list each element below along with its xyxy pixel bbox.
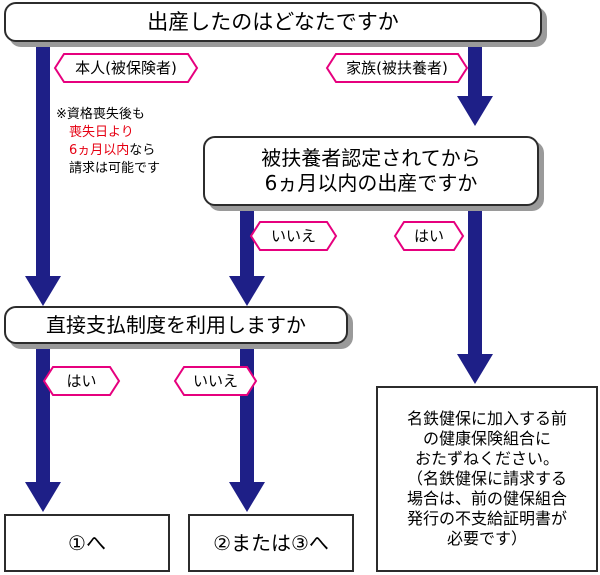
arrow-self-to-direct-payment	[25, 44, 61, 306]
tag-shape-family	[325, 53, 469, 83]
question-within-six-months-line2: 6ヵ月以内の出産ですか	[264, 171, 478, 195]
tag-shape-self	[53, 53, 199, 83]
answer-label-q2-no: いいえ	[270, 227, 316, 245]
result-ask-previous-insurer-line6: 発行の不支給証明書が	[406, 509, 567, 528]
question-within-six-months-line1: 被扶養者認定されてから	[261, 146, 481, 170]
result-ask-previous-insurer-line2: の健康保険組合に	[422, 429, 551, 448]
tag-shape-q3-no	[173, 366, 258, 396]
answer-label-q3-no: いいえ	[192, 372, 238, 390]
result-ask-previous-insurer-line3: おたずねください。	[414, 449, 559, 468]
answer-label-q3-yes: はい	[66, 372, 97, 390]
result-go-to-2-or-3: ②または③へ	[188, 514, 354, 572]
eligibility-note-line3: 6ヵ月以内なら	[56, 142, 160, 160]
tag-shape-q3-yes	[42, 366, 121, 396]
result-go-to-2-or-3-text: ②または③へ	[213, 530, 329, 555]
branch-label-family: 家族(被扶養者)	[346, 59, 448, 77]
result-go-to-1-text: ①へ	[68, 530, 106, 555]
result-ask-previous-insurer-line1: 名鉄健保に加入する前	[406, 409, 567, 428]
answer-label-q2-yes: はい	[413, 227, 444, 245]
eligibility-note-period: 6ヵ月以内	[69, 143, 130, 158]
eligibility-note-line3-rest: なら	[129, 143, 156, 158]
question-within-six-months: 被扶養者認定されてから 6ヵ月以内の出産ですか	[203, 136, 539, 206]
result-ask-previous-insurer: 名鉄健保に加入する前 の健康保険組合に おたずねください。 （名鉄健保に請求する…	[376, 386, 598, 572]
result-ask-previous-insurer-line5: 場合は、前の健保組合	[406, 489, 567, 508]
question-who-gave-birth: 出産したのはどなたですか	[4, 2, 542, 42]
question-who-gave-birth-text: 出産したのはどなたですか	[147, 10, 399, 34]
eligibility-note-line2: 喪失日より	[69, 125, 134, 140]
arrow-q2-no-to-q3	[229, 206, 265, 306]
branch-label-self: 本人(被保険者)	[75, 59, 177, 77]
result-go-to-1: ①へ	[4, 514, 170, 572]
arrow-q2-yes-to-result3	[457, 206, 493, 384]
question-direct-payment: 直接支払制度を利用しますか	[4, 306, 348, 344]
eligibility-note-line1: ※資格喪失後も	[56, 107, 145, 122]
arrow-family-to-q2	[457, 44, 493, 126]
eligibility-note: ※資格喪失後も 喪失日より 6ヵ月以内なら 請求は可能です	[56, 106, 160, 178]
tag-shape-q2-no	[249, 221, 338, 251]
result-ask-previous-insurer-line4: （名鉄健保に請求する	[406, 469, 567, 488]
tag-shape-q2-yes	[393, 221, 465, 251]
eligibility-note-line4: 請求は可能です	[69, 161, 161, 176]
question-direct-payment-text: 直接支払制度を利用しますか	[46, 312, 306, 337]
result-ask-previous-insurer-line7: 必要です）	[446, 529, 527, 548]
